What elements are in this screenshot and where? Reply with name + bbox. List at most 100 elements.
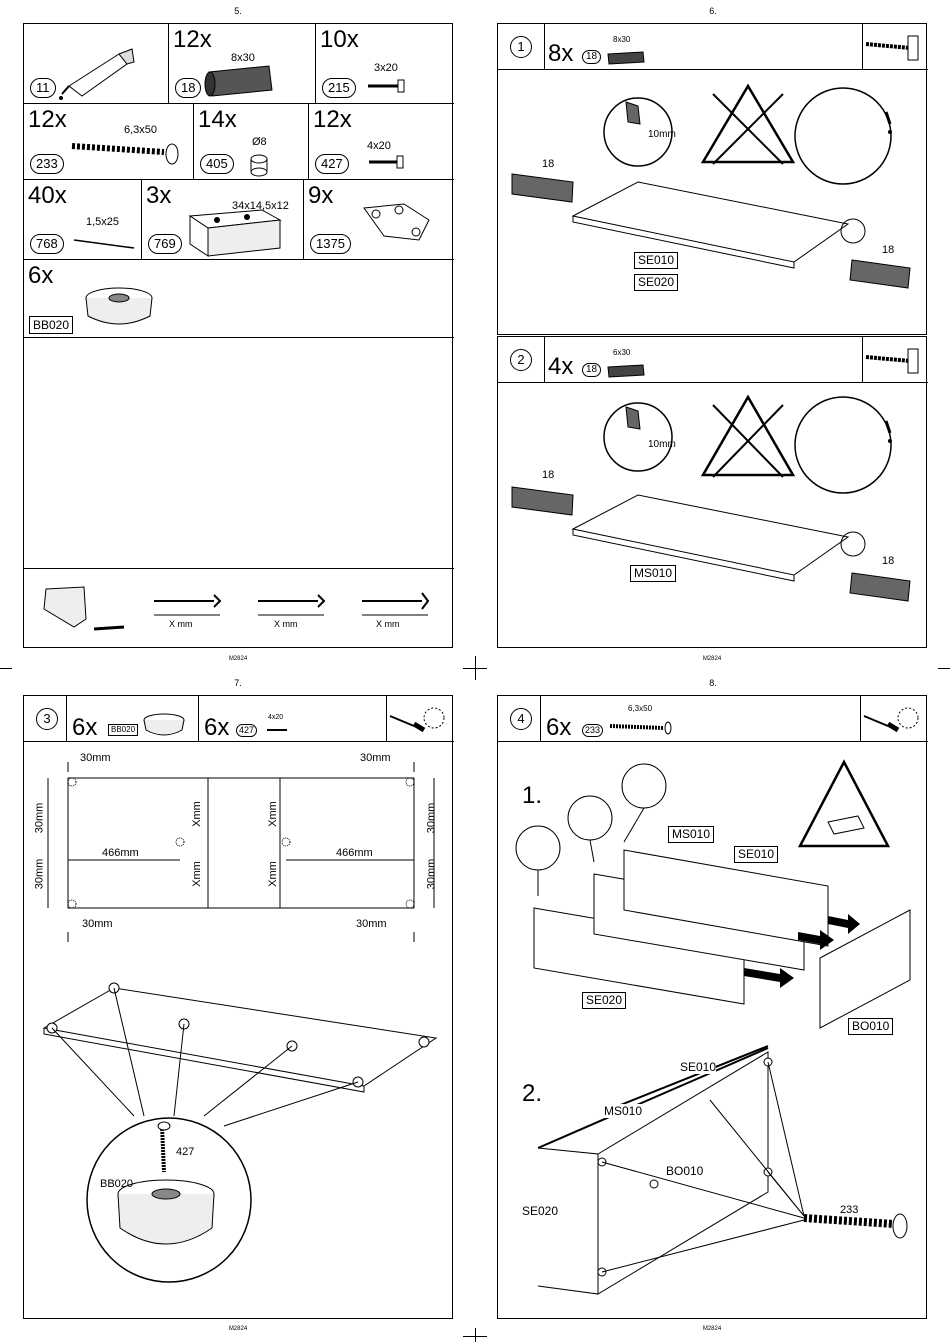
part-size-768: 1,5x25 [86,216,120,228]
screw-length-label-3: X mm [376,619,400,629]
panel-label-MS010: MS010 [630,565,677,582]
screwdriver-icon [389,707,445,733]
page-footer: M2824 [702,1326,722,1332]
hammer-icon [865,348,919,374]
panel-label-SE020: SE020 [522,1204,559,1218]
part-qty-215: 10x [320,26,359,53]
step-part-id-foot: BB020 [108,724,139,736]
block-icon [188,209,282,257]
part-id-233: 233 [30,154,64,174]
part-id-215: 215 [322,78,356,98]
panel-label-BO010: BO010 [848,1018,894,1035]
panel-label-SE020: SE020 [634,274,679,291]
step-1-illustration [511,83,911,289]
part-cell-1375: 9x 1375 [304,180,454,260]
step-4-frame: 4 6x 233 6,3x50 1. MS010 SE010 SE020 BO [497,695,928,1319]
step-number: 3 [36,708,58,730]
dim-30mm-top-left: 30mm [80,752,111,764]
panel-label-BO010: BO010 [666,1164,704,1178]
part-cell-BB020: 6x BB020 [24,260,454,338]
dim-x-left-upper: Xmm [190,801,203,827]
crop-mark [938,668,950,669]
page-footer: M2824 [228,1326,248,1332]
step-1-frame: 1 8x 18 8x30 10mm 18 18 SE010 SE020 [497,23,928,335]
part-id-427: 427 [315,154,349,174]
part-cell-233: 12x 6,3x50 233 [24,104,194,180]
parts-list-frame: 11 12x 8x30 18 10x 3x20 215 12x 6,3x50 2… [23,23,454,649]
screw-gauge-icon [43,586,430,631]
step-part-id-screw: 427 [236,724,258,737]
step-part-id: 18 [582,50,602,64]
panel-label-SE010: SE010 [734,846,779,863]
dowel-icon [607,364,645,378]
foot-install-illustration [42,982,438,1283]
part-qty-18: 12x [173,26,212,53]
step-2-illustration [511,394,911,602]
part-size-769: 34x14,5x12 [232,200,289,212]
part-size-18: 8x30 [231,52,255,64]
step-part-size: 6x30 [613,348,631,357]
dimension-drawing [47,762,435,942]
step-2-header: 2 4x 18 6x30 [498,337,928,383]
part-cell-427: 12x 4x20 427 [309,104,454,180]
detail-foot-BB020: BB020 [100,1178,134,1190]
part-cell-769: 3x 34x14,5x12 769 [142,180,304,260]
dim-30mm-bottom-left: 30mm [82,918,113,930]
screw-icon [267,729,287,731]
dowel-icon [204,65,273,97]
step-2-frame: 2 4x 18 6x30 10mm 18 18 MS010 [497,336,928,648]
furniture-foot-icon [143,713,185,736]
screw-icon [369,155,404,169]
panel-label-SE020: SE020 [582,992,627,1009]
dim-30mm-right-upper: 30mm [425,802,438,834]
glue-tube-icon [59,48,135,100]
step-number: 4 [510,708,532,730]
part-qty-769: 3x [146,182,172,209]
hinge-icon [363,203,430,241]
sub-step-2: 2. [522,1080,543,1107]
part-cell-11: 11 [24,24,169,104]
step-4-header: 4 6x 233 6,3x50 [498,696,928,742]
dim-30mm-bottom-right: 30mm [356,918,387,930]
furniture-foot-icon [85,287,153,325]
part-id-11: 11 [30,78,56,98]
page-footer: M2824 [228,656,248,662]
crop-mark [475,656,476,680]
part-qty-405: 14x [198,106,237,133]
screw-length-legend: X mm X mm X mm [24,568,454,649]
dim-x-right-lower: Xmm [266,861,279,887]
panel-label-MS010: MS010 [604,1104,643,1118]
screw-label-233: 233 [840,1204,859,1216]
part-cell-768: 40x 1,5x25 768 [24,180,142,260]
dim-30mm-left-lower: 30mm [33,858,46,890]
step-3-header: 3 6x BB020 6x 427 4x20 [24,696,454,742]
page-footer: M2824 [702,656,722,662]
connector-screw-icon [609,721,672,735]
step-part-size: 6,3x50 [628,704,653,713]
part-id-BB020: BB020 [29,316,74,334]
screw-length-label-2: X mm [274,619,298,629]
panel-label-SE010: SE010 [680,1060,717,1074]
dowel-label-left: 18 [542,469,555,481]
dim-30mm-right-lower: 30mm [425,858,438,890]
step-qty: 4x [548,353,574,380]
step-qty-foot: 6x [72,714,98,741]
page-number: 8. [709,678,717,688]
dim-30mm-top-right: 30mm [360,752,391,764]
step-part-size-screw: 4x20 [268,714,284,721]
nail-icon [73,239,135,249]
connector-screw-icon [71,143,179,165]
dim-x-left-lower: Xmm [190,861,203,887]
part-id-405: 405 [200,154,234,174]
panel-label-SE010: SE010 [634,252,679,269]
drill-depth: 10mm [648,129,676,140]
dim-30mm-left-upper: 30mm [33,802,46,834]
page-number: 7. [234,678,242,688]
dowel-icon [607,51,645,65]
part-cell-215: 10x 3x20 215 [316,24,454,104]
step-part-id: 18 [582,363,602,377]
step-number: 1 [510,36,532,58]
crop-mark [0,668,12,669]
step-4-part-2-illustration [537,1045,908,1295]
screwdriver-icon [863,707,919,733]
